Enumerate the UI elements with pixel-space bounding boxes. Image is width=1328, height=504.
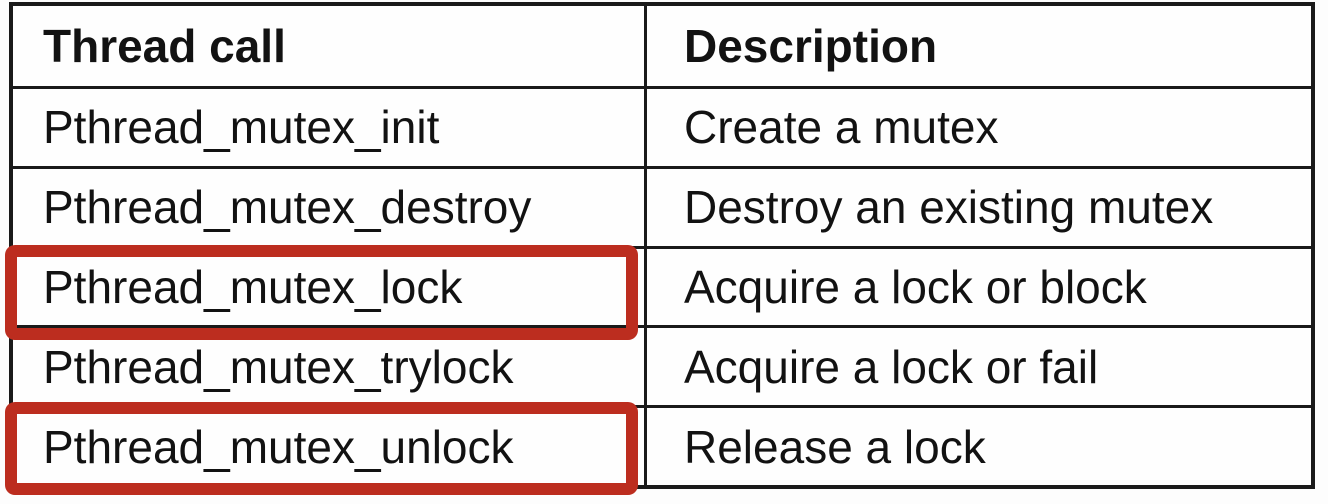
table-row-cell-description: Acquire a lock or block xyxy=(644,245,1311,326)
thread-call-text: Pthread_mutex_init xyxy=(43,101,440,154)
description-text: Create a mutex xyxy=(684,101,999,154)
table-row-cell-description: Acquire a lock or fail xyxy=(644,325,1311,406)
description-text: Acquire a lock or fail xyxy=(684,340,1099,393)
thread-call-text: Pthread_mutex_trylock xyxy=(43,340,514,393)
table-row-cell-call: Pthread_mutex_init xyxy=(13,85,644,166)
table-row-cell-description: Release a lock xyxy=(644,405,1311,485)
table-row-cell-call: Pthread_mutex_trylock xyxy=(13,325,644,405)
table-row-cell-call: Pthread_mutex_destroy xyxy=(13,165,644,246)
table-row-cell-description: Destroy an existing mutex xyxy=(644,165,1311,246)
thread-call-text: Pthread_mutex_destroy xyxy=(43,181,532,234)
table-row-cell-description: Create a mutex xyxy=(644,85,1311,166)
column-header-thread-call: Thread call xyxy=(13,6,644,86)
thread-call-text: Pthread_mutex_unlock xyxy=(43,420,514,473)
pthread-mutex-table: Thread call Description Pthread_mutex_in… xyxy=(9,2,1315,489)
description-text: Destroy an existing mutex xyxy=(684,181,1214,234)
column-header-label: Thread call xyxy=(43,19,286,72)
column-header-description: Description xyxy=(644,6,1311,86)
table-row-cell-call-highlighted: Pthread_mutex_lock xyxy=(13,245,644,326)
column-header-label: Description xyxy=(684,19,938,72)
description-text: Acquire a lock or block xyxy=(684,260,1147,313)
thread-call-text: Pthread_mutex_lock xyxy=(43,260,463,313)
table-row-cell-call-highlighted: Pthread_mutex_unlock xyxy=(13,405,644,485)
description-text: Release a lock xyxy=(684,420,986,473)
